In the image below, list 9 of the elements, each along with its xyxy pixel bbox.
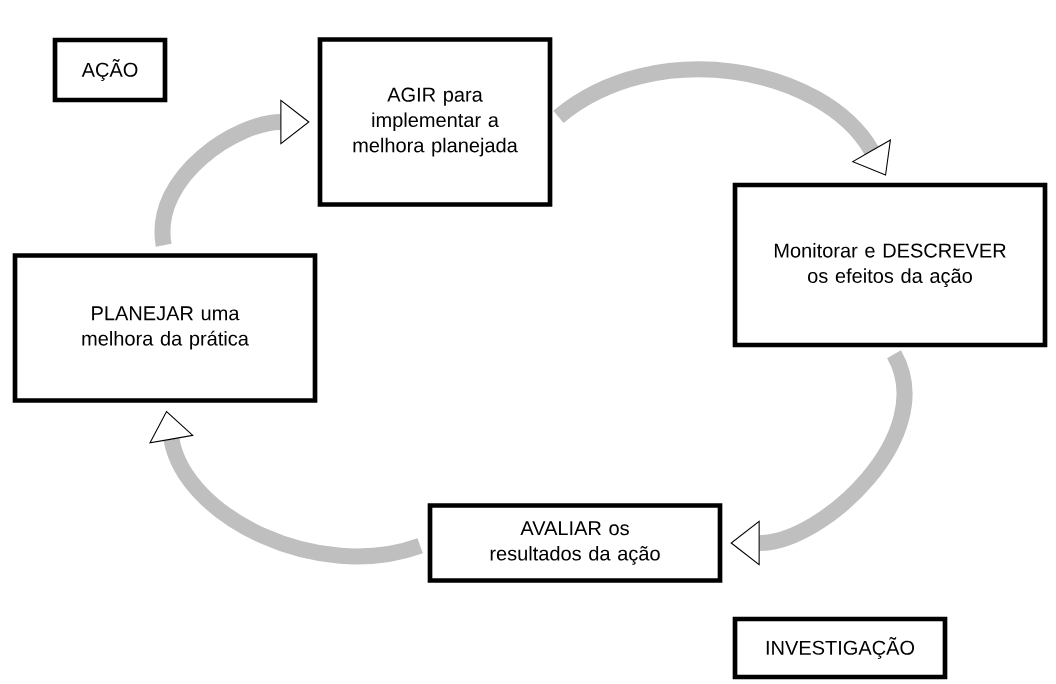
curved-arrow (553, 61, 892, 176)
text-box: AVALIAR os resultados da ação (427, 503, 723, 583)
text-box: INVESTIGAÇÃO (732, 616, 948, 680)
curved-arrow (730, 351, 913, 566)
text-box: PLANEJAR uma melhora da prática (12, 253, 318, 403)
curved-arrow (154, 99, 310, 246)
text-box: AÇÃO (52, 37, 168, 103)
text-box: Monitorar e DESCREVER os efeitos da ação (732, 182, 1048, 348)
text-box: AGIR para implementar a melhora planejada (317, 37, 553, 207)
